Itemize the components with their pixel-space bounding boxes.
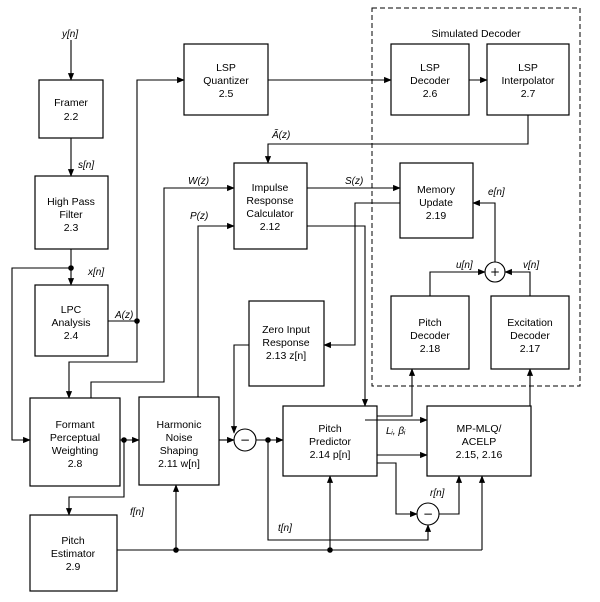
junction-dots	[68, 265, 333, 553]
hpf-line2: Filter	[59, 209, 83, 221]
lsp-dec-number: 2.6	[423, 88, 438, 100]
harmonic-line1: Harmonic	[157, 419, 202, 431]
pitch-est-line2: Estimator	[51, 548, 96, 560]
impulse-number: 2.12	[260, 221, 281, 233]
zir-line2: Response	[262, 337, 309, 349]
impulse-line2: Response	[246, 195, 293, 207]
residual-sum-junction: −	[416, 502, 440, 526]
exc-dec-number: 2.17	[520, 343, 541, 355]
mpmlq-line2: ACELP	[462, 436, 496, 448]
pitch-est-number: 2.9	[66, 561, 81, 573]
harmonic-line2: Noise	[166, 432, 193, 444]
impulse-line1: Impulse	[252, 182, 289, 194]
lsp-dec-line1: LSP	[420, 62, 440, 74]
plus-sign: +	[490, 265, 500, 279]
lsp-interp-line1: LSP	[518, 62, 538, 74]
lsp-interpolator-block: LSP Interpolator 2.7	[486, 43, 570, 116]
impulse-line3: Calculator	[246, 208, 294, 220]
signal-f: f[n]	[130, 507, 144, 518]
exc-dec-line2: Decoder	[510, 330, 550, 342]
lsp-quant-line2: Quantizer	[203, 75, 249, 87]
pitch-pred-line1: Pitch	[318, 423, 342, 435]
decoder-sum-junction: +	[484, 261, 506, 283]
pitch-est-line1: Pitch	[61, 535, 85, 547]
harmonic-line3: Shaping	[160, 445, 199, 457]
framer-block: Framer 2.2	[38, 79, 104, 139]
harmonic-number: 2.11 w[n]	[158, 458, 200, 470]
pitch-dec-line2: Decoder	[410, 330, 450, 342]
signal-W: W(z)	[188, 176, 209, 187]
high-pass-filter-block: High Pass Filter 2.3	[34, 175, 109, 250]
signal-u: u[n]	[456, 260, 473, 271]
memory-line2: Update	[419, 197, 453, 209]
zero-input-response-block: Zero Input Response 2.13 z[n]	[248, 300, 325, 387]
mpmlq-number: 2.15, 2.16	[456, 449, 503, 461]
zir-number: 2.13 z[n]	[266, 350, 306, 362]
target-sum-junction: −	[233, 428, 257, 452]
simulated-decoder-boundary	[371, 7, 581, 387]
lsp-quant-line1: LSP	[216, 62, 236, 74]
signal-e: e[n]	[488, 187, 505, 198]
signal-L-beta: Lᵢ, βᵢ	[386, 426, 406, 437]
signal-r: r[n]	[430, 488, 445, 499]
lsp-interp-number: 2.7	[521, 88, 536, 100]
connections	[11, 40, 534, 551]
formant-line3: Weighting	[52, 445, 99, 457]
exc-dec-line1: Excitation	[507, 317, 553, 329]
lsp-quantizer-block: LSP Quantizer 2.5	[183, 43, 269, 116]
pitch-decoder-block: Pitch Decoder 2.18	[390, 295, 470, 370]
lsp-interp-line2: Interpolator	[501, 75, 555, 87]
mp-mlq-acelp-block: MP-MLQ/ ACELP 2.15, 2.16	[426, 405, 532, 477]
signal-A: A(z)	[114, 310, 133, 321]
pitch-estimator-block: Pitch Estimator 2.9	[29, 514, 118, 592]
signal-S: S(z)	[345, 176, 363, 187]
formant-number: 2.8	[68, 458, 83, 470]
pitch-pred-line2: Predictor	[309, 436, 352, 448]
signal-s: s[n]	[78, 160, 94, 171]
hpf-line1: High Pass	[47, 196, 95, 208]
minus-sign: −	[240, 433, 250, 447]
lsp-dec-line2: Decoder	[410, 75, 450, 87]
memory-line1: Memory	[417, 184, 456, 196]
lpc-analysis-block: LPC Analysis 2.4	[34, 284, 109, 357]
memory-update-block: Memory Update 2.19	[399, 162, 474, 239]
memory-number: 2.19	[426, 210, 447, 222]
pitch-predictor-block: Pitch Predictor 2.14 p[n]	[282, 405, 378, 477]
signal-t: t[n]	[278, 523, 292, 534]
pitch-pred-number: 2.14 p[n]	[310, 449, 351, 461]
lpc-line2: Analysis	[51, 317, 90, 329]
zir-line1: Zero Input	[262, 324, 310, 336]
signal-y: y[n]	[61, 29, 78, 40]
lpc-number: 2.4	[64, 330, 79, 342]
formant-line1: Formant	[55, 419, 94, 431]
simulated-decoder-label: Simulated Decoder	[431, 28, 521, 40]
lsp-decoder-block: LSP Decoder 2.6	[390, 43, 470, 116]
impulse-response-calculator-block: Impulse Response Calculator 2.12	[233, 162, 308, 250]
signal-A-tilde: Ã(z)	[271, 128, 290, 141]
pitch-dec-line1: Pitch	[418, 317, 442, 329]
excitation-decoder-block: Excitation Decoder 2.17	[490, 295, 570, 370]
framer-number: 2.2	[64, 111, 79, 123]
lpc-line1: LPC	[61, 304, 82, 316]
hpf-number: 2.3	[64, 222, 79, 234]
pitch-dec-number: 2.18	[420, 343, 441, 355]
signal-v: v[n]	[523, 260, 539, 271]
lsp-quant-number: 2.5	[219, 88, 234, 100]
harmonic-noise-shaping-block: Harmonic Noise Shaping 2.11 w[n]	[138, 396, 220, 486]
mpmlq-line1: MP-MLQ/	[457, 423, 502, 435]
minus-sign: −	[423, 507, 433, 521]
formant-perceptual-weighting-block: Formant Perceptual Weighting 2.8	[29, 397, 121, 487]
formant-line2: Perceptual	[50, 432, 100, 444]
signal-P: P(z)	[190, 211, 208, 222]
framer-name: Framer	[54, 97, 88, 109]
signal-x: x[n]	[87, 267, 104, 278]
